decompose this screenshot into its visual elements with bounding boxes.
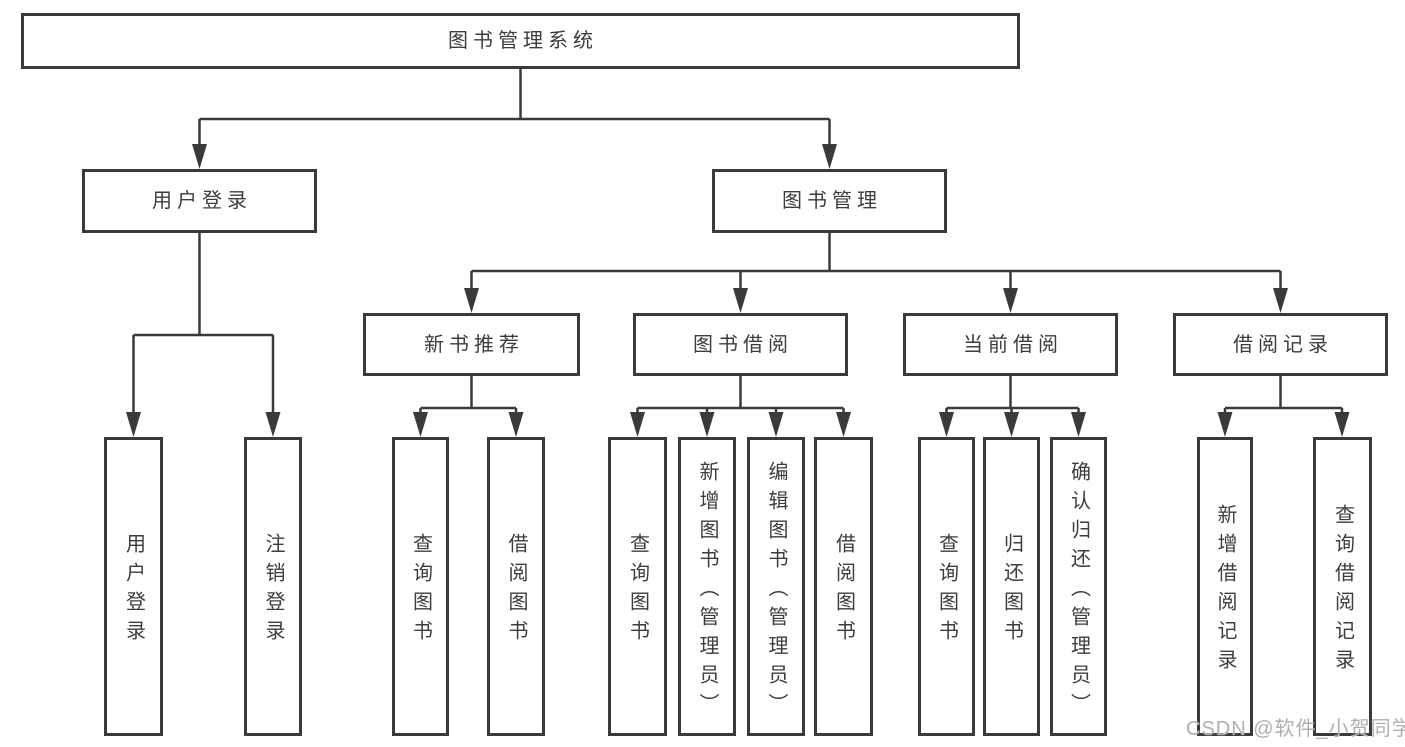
node-user-login: 用户登录 (82, 169, 317, 233)
node-library-management-system: 图书管理系统 (21, 13, 1020, 69)
leaf-query-books-current: 查询图书 (918, 437, 975, 736)
node-new-book-recommendation: 新书推荐 (363, 313, 580, 376)
node-borrowing-records: 借阅记录 (1173, 313, 1388, 376)
wire-newbook-to-leaves (419, 376, 518, 414)
wire-borrowrecord-to-leaves (1223, 376, 1344, 414)
leaf-confirm-return-admin: 确认归还（管理员） (1050, 437, 1107, 736)
leaf-logout: 注销登录 (244, 437, 302, 736)
leaf-return-book: 归还图书 (983, 437, 1040, 736)
wire-userlogin-to-leaves (132, 233, 275, 414)
leaf-borrow-books-recommend: 借阅图书 (487, 437, 545, 736)
csdn-watermark: CSDN @软件_小贺同学 (1186, 718, 1405, 740)
leaf-query-books-recommend: 查询图书 (392, 437, 449, 736)
wire-currentborrow-to-leaves (945, 376, 1080, 414)
arrowheads (126, 144, 1350, 437)
leaf-query-borrow-record: 查询借阅记录 (1313, 437, 1372, 736)
wire-bookmgmt-to-level3 (470, 233, 1282, 290)
leaf-borrow-books-borrowing: 借阅图书 (814, 437, 873, 736)
node-book-management: 图书管理 (712, 169, 947, 233)
leaf-edit-book-admin: 编辑图书（管理员） (747, 437, 805, 736)
node-book-borrowing: 图书借阅 (633, 313, 848, 376)
wire-root-to-level2 (198, 69, 831, 146)
leaf-add-borrow-record: 新增借阅记录 (1197, 437, 1253, 736)
leaf-add-book-admin: 新增图书（管理员） (678, 437, 736, 736)
wire-bookborrow-to-leaves (636, 376, 845, 414)
leaf-query-books-borrowing: 查询图书 (608, 437, 667, 736)
leaf-user-login: 用户登录 (104, 437, 163, 736)
node-current-borrowing: 当前借阅 (903, 313, 1118, 376)
